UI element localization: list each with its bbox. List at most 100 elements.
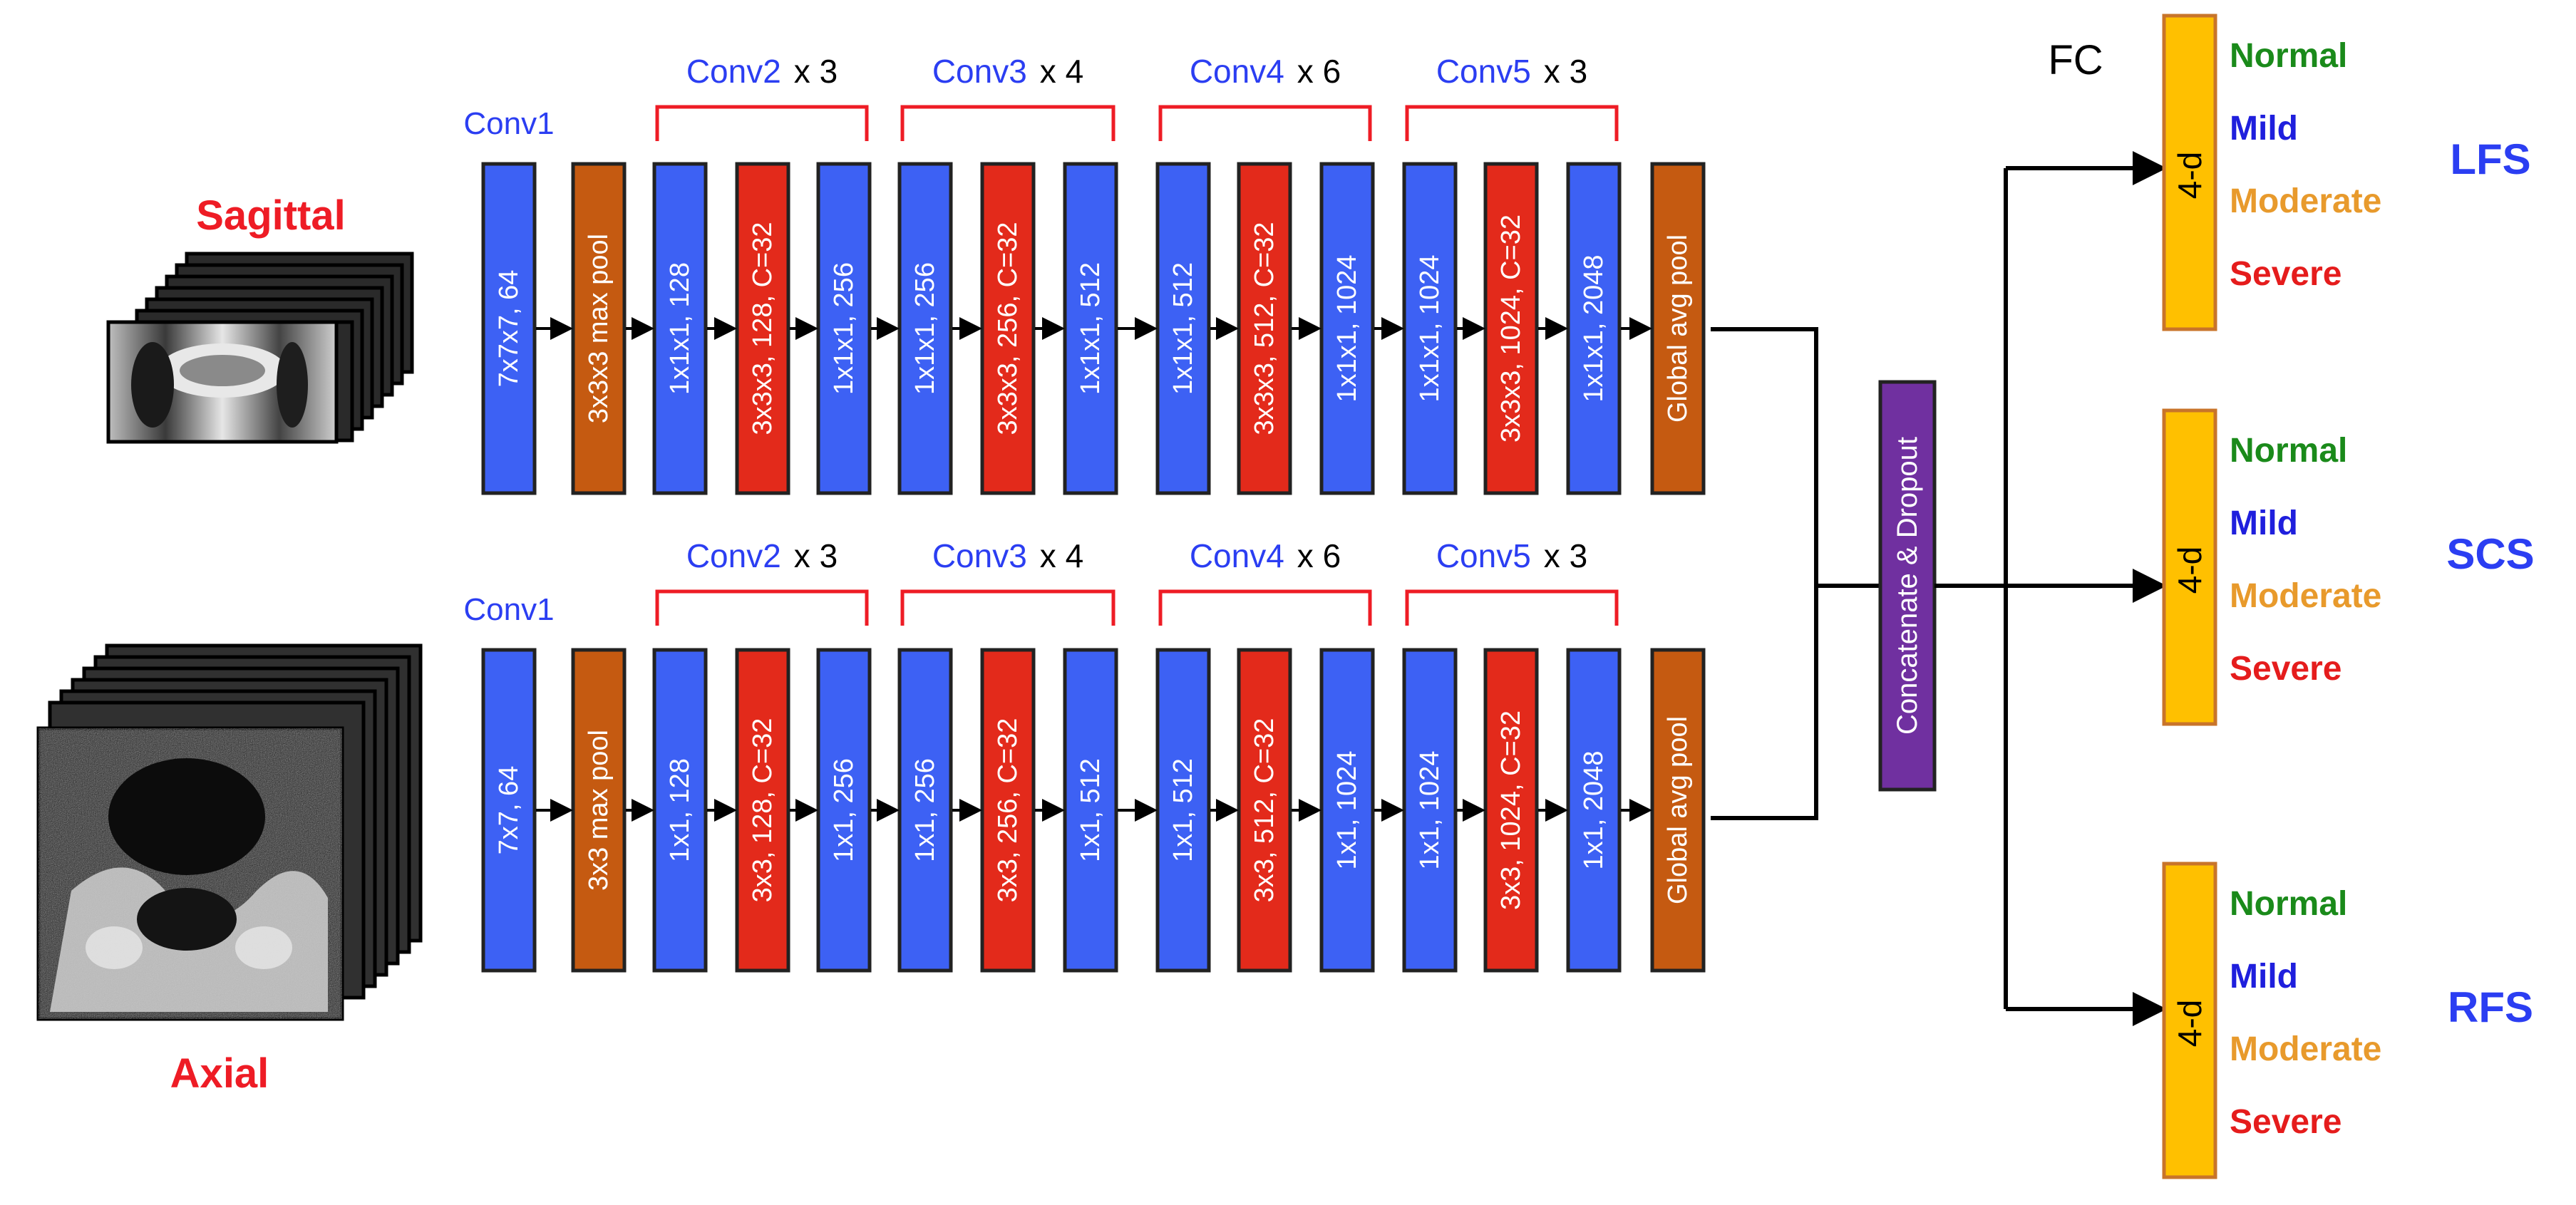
concatenate-dropout-label: Concatenate & Dropout <box>1892 437 1923 735</box>
sagittal-stage-bracket <box>1158 105 1372 141</box>
axial-block-label: Global avg pool <box>1663 716 1693 904</box>
sagittal-block-label: 1x1x1, 256 <box>910 262 940 395</box>
class-label-mild: Mild <box>2230 958 2298 995</box>
sagittal-stage-name: Conv2 <box>686 53 781 90</box>
fc-label: FC <box>2048 37 2103 83</box>
sagittal-block-label: 3x3x3, 256, C=32 <box>993 222 1023 435</box>
fc-output-box <box>2162 408 2217 726</box>
axial-block-rect <box>1566 648 1622 973</box>
fc-output-box <box>2162 862 2217 1179</box>
sagittal-block: 3x3x3, 1024, C=32 <box>1483 162 1539 495</box>
axial-block-rect <box>980 648 1036 973</box>
sagittal-block-rect <box>652 162 708 495</box>
sagittal-block-rect <box>816 162 872 495</box>
sagittal-block: Global avg pool <box>1650 162 1706 495</box>
head-branch-connector <box>1934 151 2167 1026</box>
sagittal-stage-repeat: x 6 <box>1297 53 1341 90</box>
axial-block: 1x1, 2048 <box>1566 648 1622 973</box>
axial-block-rect <box>897 648 953 973</box>
axial-block-rect <box>1483 648 1539 973</box>
axial-block-rect <box>571 648 627 973</box>
sagittal-block: 1x1x1, 1024 <box>1402 162 1458 495</box>
sagittal-block-rect <box>897 162 953 495</box>
class-label-moderate: Moderate <box>2230 182 2381 220</box>
sagittal-block: 1x1x1, 256 <box>816 162 872 495</box>
axial-stage-repeat: x 4 <box>1040 537 1083 574</box>
sagittal-block-rect <box>1155 162 1211 495</box>
fc-output-dim: 4-d <box>2171 547 2208 594</box>
sagittal-block-rect <box>1237 162 1292 495</box>
merge-connector <box>1711 327 1880 820</box>
sagittal-block: 3x3x3, 512, C=32 <box>1237 162 1292 495</box>
axial-block-label: 3x3, 128, C=32 <box>748 718 778 903</box>
axial-stage-bracket <box>1405 589 1619 626</box>
sagittal-block-rect <box>980 162 1036 495</box>
axial-block: 1x1, 512 <box>1063 648 1118 973</box>
sagittal-block: 1x1x1, 2048 <box>1566 162 1622 495</box>
axial-stage-name: Conv4 <box>1190 537 1284 574</box>
axial-block-label: 3x3 max pool <box>584 730 614 891</box>
sagittal-block: 1x1x1, 128 <box>652 162 708 495</box>
axial-block-label: 1x1, 256 <box>910 758 940 862</box>
sagittal-conv1-label: Conv1 <box>463 106 554 141</box>
axial-stage-label: Conv4 x 6 <box>1190 537 1341 574</box>
axial-stage-repeat: x 3 <box>794 537 838 574</box>
class-label-mild: Mild <box>2230 505 2298 542</box>
axial-block-rect <box>1402 648 1458 973</box>
sagittal-block-label: 1x1x1, 1024 <box>1415 254 1445 402</box>
axial-block-label: 1x1, 1024 <box>1332 751 1362 870</box>
sagittal-block-rect <box>571 162 627 495</box>
sagittal-block-label: 1x1x1, 256 <box>829 262 859 395</box>
class-label-moderate: Moderate <box>2230 1030 2381 1068</box>
axial-stage-name: Conv3 <box>932 537 1027 574</box>
sagittal-label: Sagittal <box>196 192 346 239</box>
class-label-severe: Severe <box>2230 650 2341 688</box>
sagittal-block: 3x3x3, 256, C=32 <box>980 162 1036 495</box>
axial-block-rect <box>1155 648 1211 973</box>
axial-block-rect <box>735 648 790 973</box>
sagittal-block: 7x7x7, 64 <box>481 162 537 495</box>
concatenate-dropout-block <box>1878 380 1937 792</box>
sagittal-mri-stack <box>106 252 414 444</box>
axial-block: Global avg pool <box>1650 648 1706 973</box>
axial-block-label: 1x1, 2048 <box>1579 751 1609 870</box>
sagittal-stage-bracket <box>655 105 869 141</box>
sagittal-block-rect <box>1402 162 1458 495</box>
class-label-normal: Normal <box>2230 37 2347 75</box>
fc-output-dim: 4-d <box>2171 152 2208 199</box>
class-label-normal: Normal <box>2230 885 2347 923</box>
axial-block-rect <box>1063 648 1118 973</box>
axial-block: 1x1, 512 <box>1155 648 1211 973</box>
class-label-mild: Mild <box>2230 110 2298 148</box>
axial-block: 7x7, 64 <box>481 648 537 973</box>
sagittal-block-label: 1x1x1, 512 <box>1168 262 1198 395</box>
head-name-lfs: LFS <box>2450 135 2530 183</box>
sagittal-block: 1x1x1, 256 <box>897 162 953 495</box>
axial-block-rect <box>1319 648 1375 973</box>
axial-block-label: 1x1, 512 <box>1168 758 1198 862</box>
sagittal-block-label: 3x3x3 max pool <box>584 234 614 423</box>
sagittal-block-rect <box>735 162 790 495</box>
sagittal-block-label: 3x3x3, 512, C=32 <box>1250 222 1279 435</box>
axial-label: Axial <box>170 1050 269 1097</box>
sagittal-block-rect <box>1063 162 1118 495</box>
axial-block-label: 1x1, 1024 <box>1415 751 1445 870</box>
axial-stage-repeat: x 6 <box>1297 537 1341 574</box>
fc-output-dim: 4-d <box>2171 1000 2208 1047</box>
sagittal-stage-repeat: x 4 <box>1040 53 1083 90</box>
sagittal-block-rect <box>1566 162 1622 495</box>
axial-stage-label: Conv3 x 4 <box>932 537 1083 574</box>
fc-output-box <box>2162 14 2217 331</box>
class-label-severe: Severe <box>2230 1103 2341 1141</box>
sagittal-block-rect <box>1319 162 1375 495</box>
sagittal-block-label: 1x1x1, 512 <box>1076 262 1106 395</box>
